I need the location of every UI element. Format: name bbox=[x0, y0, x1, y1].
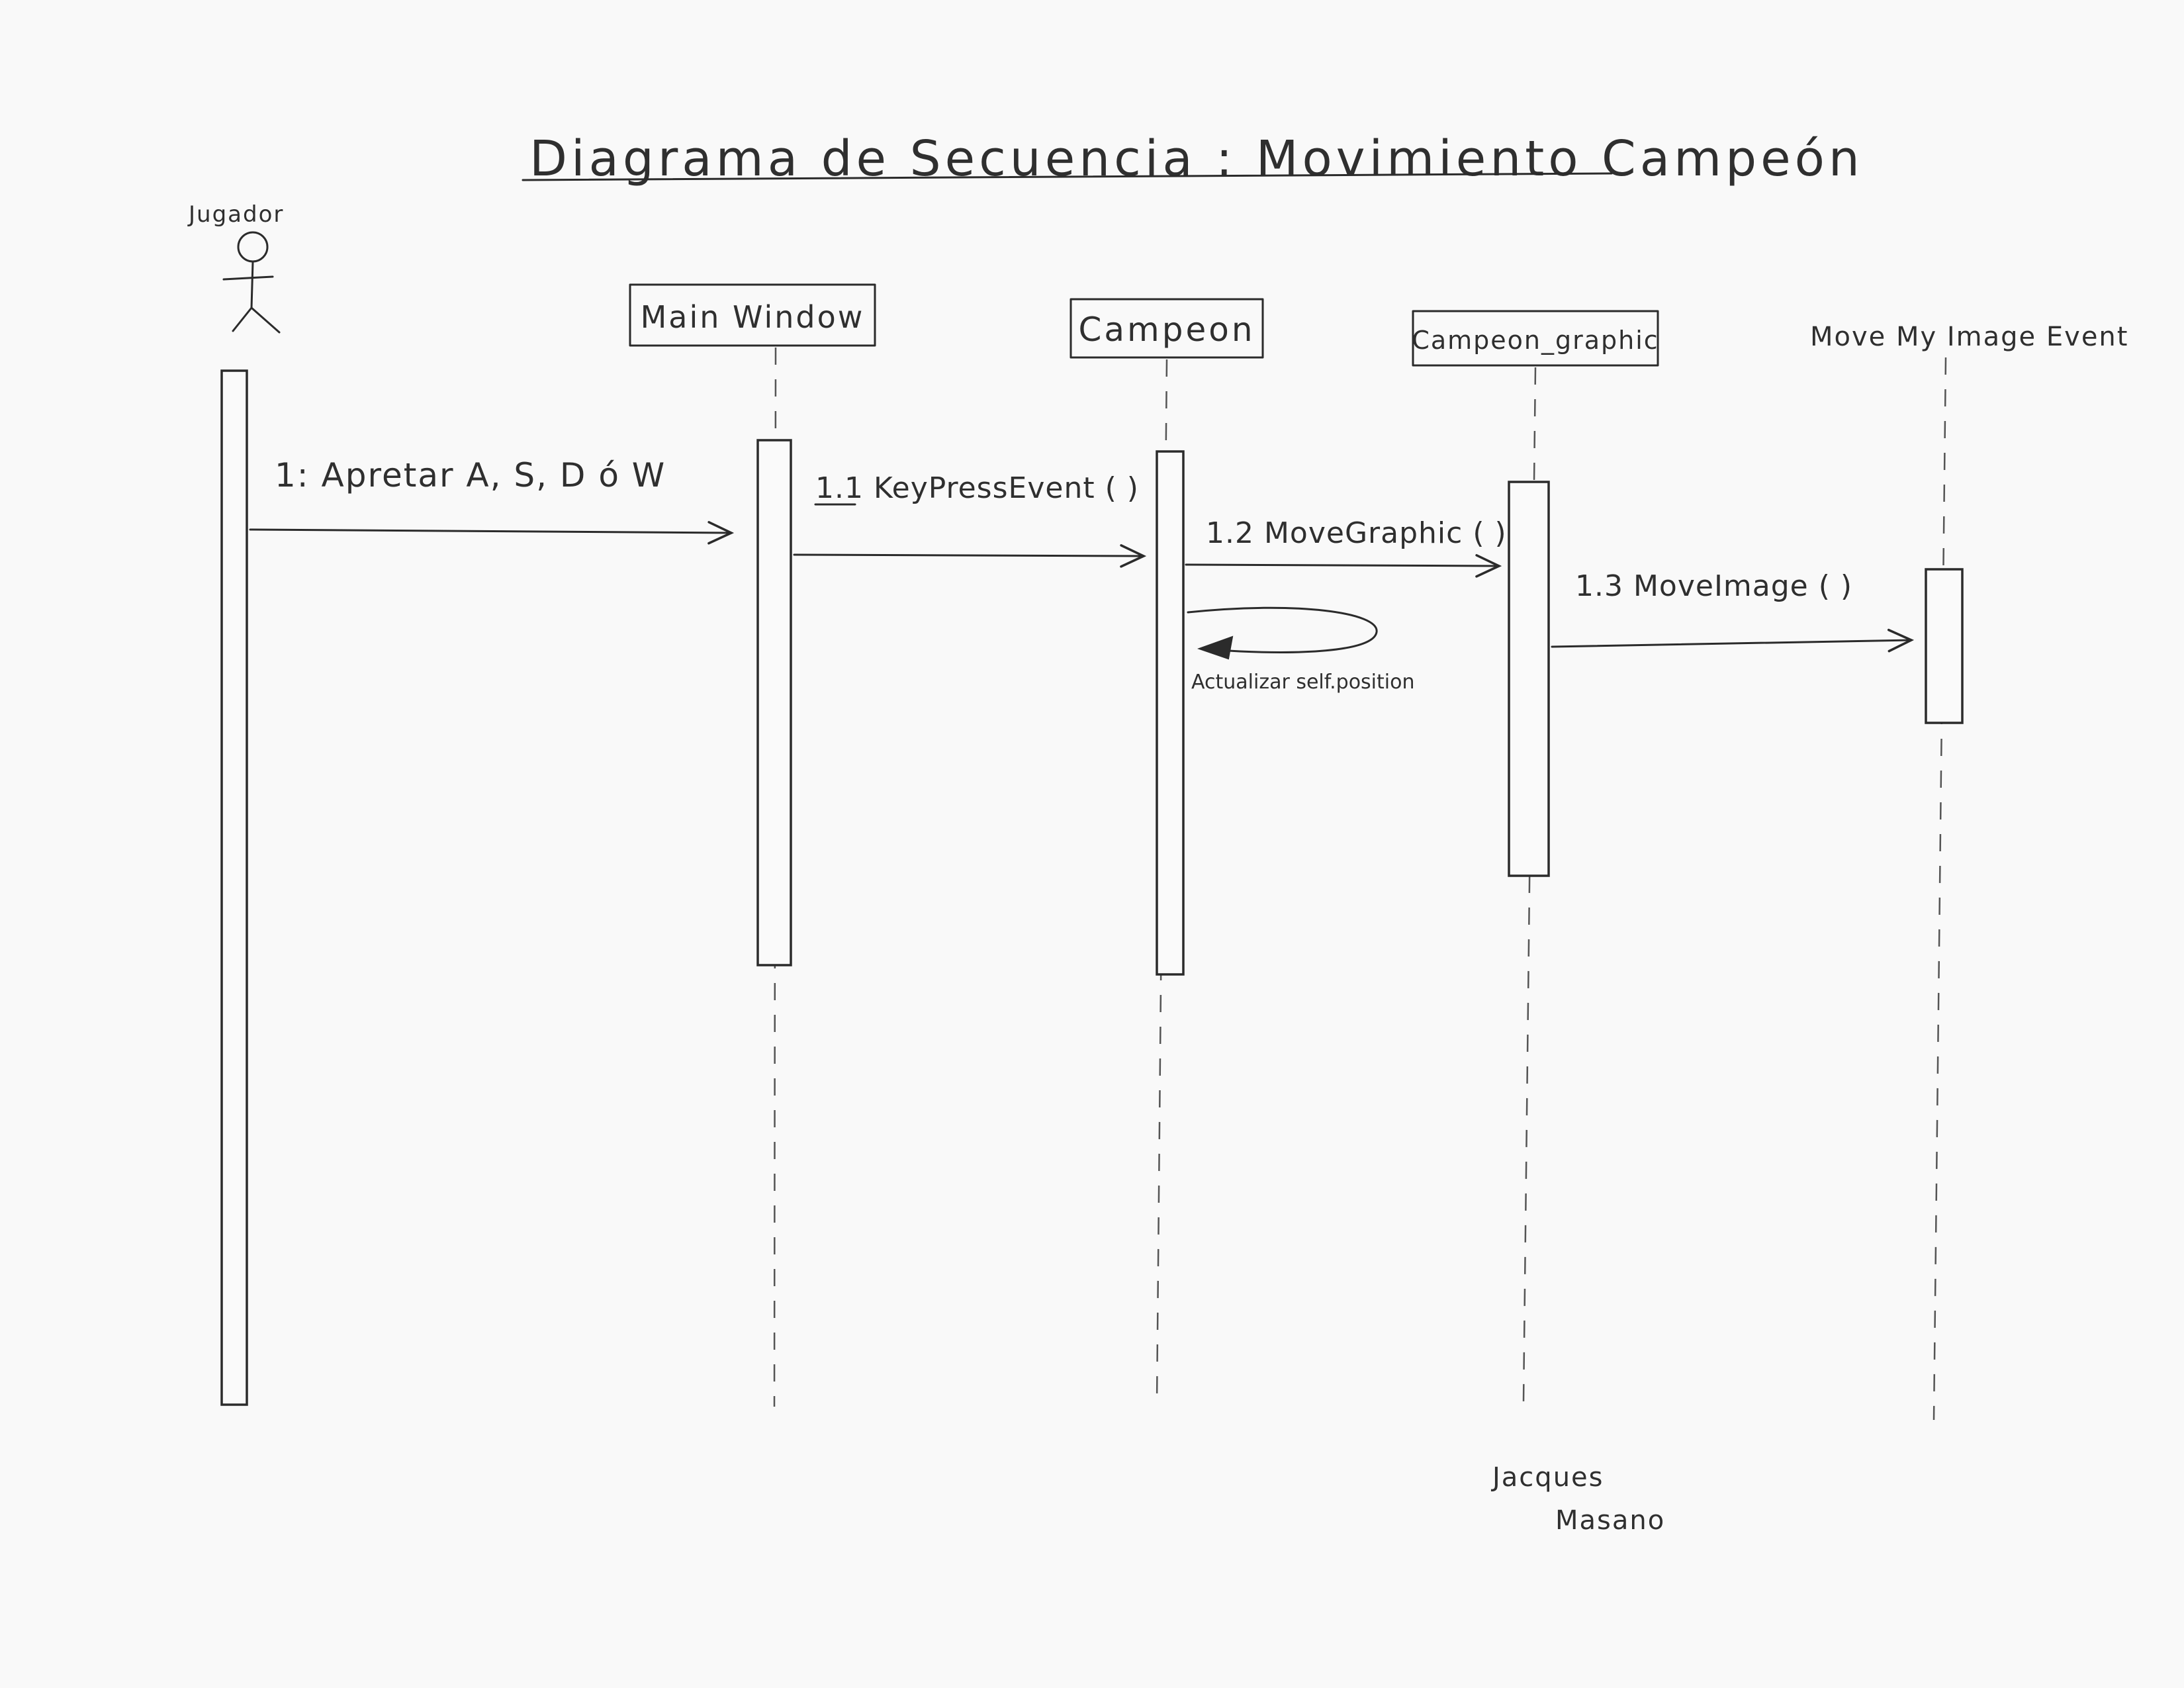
self-message-arrowhead-icon bbox=[1197, 635, 1234, 660]
participant-campeon-graphic: Campeon_graphic bbox=[1412, 310, 1659, 367]
message-1-arrow bbox=[249, 530, 731, 533]
signature: Jacques Masano bbox=[1490, 1462, 1665, 1536]
signature-line-1: Jacques bbox=[1490, 1462, 1604, 1493]
participant-campeon-graphic-box bbox=[1412, 310, 1659, 367]
activation-main-window bbox=[756, 439, 792, 966]
message-1-1-arrow bbox=[793, 555, 1144, 556]
participant-campeon: Campeon bbox=[1069, 298, 1264, 359]
self-message-campeon: Actualizar self.position bbox=[1187, 606, 1415, 694]
message-1-2-label: 1.2 MoveGraphic ( ) bbox=[1206, 516, 1507, 550]
activation-jugador bbox=[220, 369, 248, 1406]
lifeline-move-my-image-event bbox=[1933, 357, 1947, 1421]
participant-campeon-graphic-label: Campeon_graphic bbox=[1412, 326, 1659, 355]
signature-line-2: Masano bbox=[1555, 1505, 1665, 1536]
message-1-1-label: 1.1 KeyPressEvent ( ) bbox=[815, 471, 1139, 505]
message-1-2-arrow bbox=[1185, 565, 1499, 566]
message-1-1: 1.1 KeyPressEvent ( ) bbox=[793, 471, 1144, 556]
message-1-label: 1: Apretar A, S, D ó W bbox=[275, 456, 666, 494]
stick-figure-icon bbox=[222, 231, 281, 334]
actor-jugador-label: Jugador bbox=[187, 201, 284, 228]
title-underline bbox=[522, 172, 1613, 181]
message-1-3-arrow bbox=[1551, 640, 1911, 647]
message-1-2: 1.2 MoveGraphic ( ) bbox=[1185, 516, 1507, 566]
activation-move-my-image-event bbox=[1925, 568, 1964, 724]
participant-move-my-image-event-label: Move My Image Event bbox=[1810, 322, 2128, 352]
participant-campeon-label: Campeon bbox=[1078, 310, 1255, 349]
message-1: 1: Apretar A, S, D ó W bbox=[249, 456, 731, 533]
participant-main-window-box bbox=[629, 283, 876, 347]
participant-main-window-label: Main Window bbox=[641, 299, 865, 335]
participant-campeon-box bbox=[1069, 298, 1264, 359]
self-message-loop bbox=[1187, 606, 1378, 653]
message-1-3-label: 1.3 MoveImage ( ) bbox=[1575, 569, 1852, 603]
message-1-3: 1.3 MoveImage ( ) bbox=[1551, 569, 1911, 647]
self-message-label: Actualizar self.position bbox=[1191, 671, 1415, 694]
participant-main-window: Main Window bbox=[629, 283, 876, 347]
activation-campeon bbox=[1156, 450, 1185, 976]
activation-campeon-graphic bbox=[1508, 481, 1550, 877]
actor-jugador: Jugador bbox=[187, 201, 284, 334]
